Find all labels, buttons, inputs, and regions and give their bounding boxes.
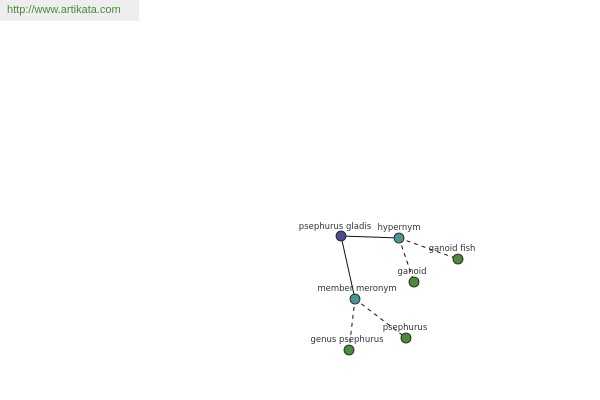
edge-member-meronym-to-genus-psephurus	[348, 298, 356, 351]
node-label-psephurus-gladis[interactable]: psephurus gladis	[299, 222, 372, 232]
node-label-member-meronym[interactable]: member meronym	[317, 284, 396, 294]
source-url-link[interactable]: http://www.artikata.com	[0, 0, 139, 21]
node-label-ganoid[interactable]: ganoid	[398, 267, 427, 277]
node-ganoid[interactable]	[408, 276, 420, 288]
node-label-hypernym[interactable]: hypernym	[377, 223, 420, 233]
edge-member-meronym-to-psephurus	[354, 298, 407, 339]
node-label-ganoid-fish[interactable]: ganoid fish	[429, 244, 476, 254]
node-psephurus[interactable]	[400, 332, 412, 344]
nodes-layer	[335, 230, 464, 356]
edge-psephurus-gladis-to-hypernym	[340, 235, 400, 239]
node-member-meronym[interactable]	[349, 293, 361, 305]
node-ganoid-fish[interactable]	[452, 253, 464, 265]
node-label-genus-psephurus[interactable]: genus psephurus	[310, 335, 384, 345]
edge-psephurus-gladis-to-member-meronym	[340, 235, 356, 300]
labels-layer: psephurus gladis hypernym ganoid fish ganoi…	[299, 222, 476, 345]
node-genus-psephurus[interactable]	[343, 344, 355, 356]
node-psephurus-gladis[interactable]	[335, 230, 347, 242]
edge-hypernym-to-ganoid-fish	[398, 237, 459, 260]
node-label-psephurus[interactable]: psephurus	[383, 323, 428, 333]
edges-layer	[340, 235, 459, 351]
node-hypernym[interactable]	[393, 232, 405, 244]
